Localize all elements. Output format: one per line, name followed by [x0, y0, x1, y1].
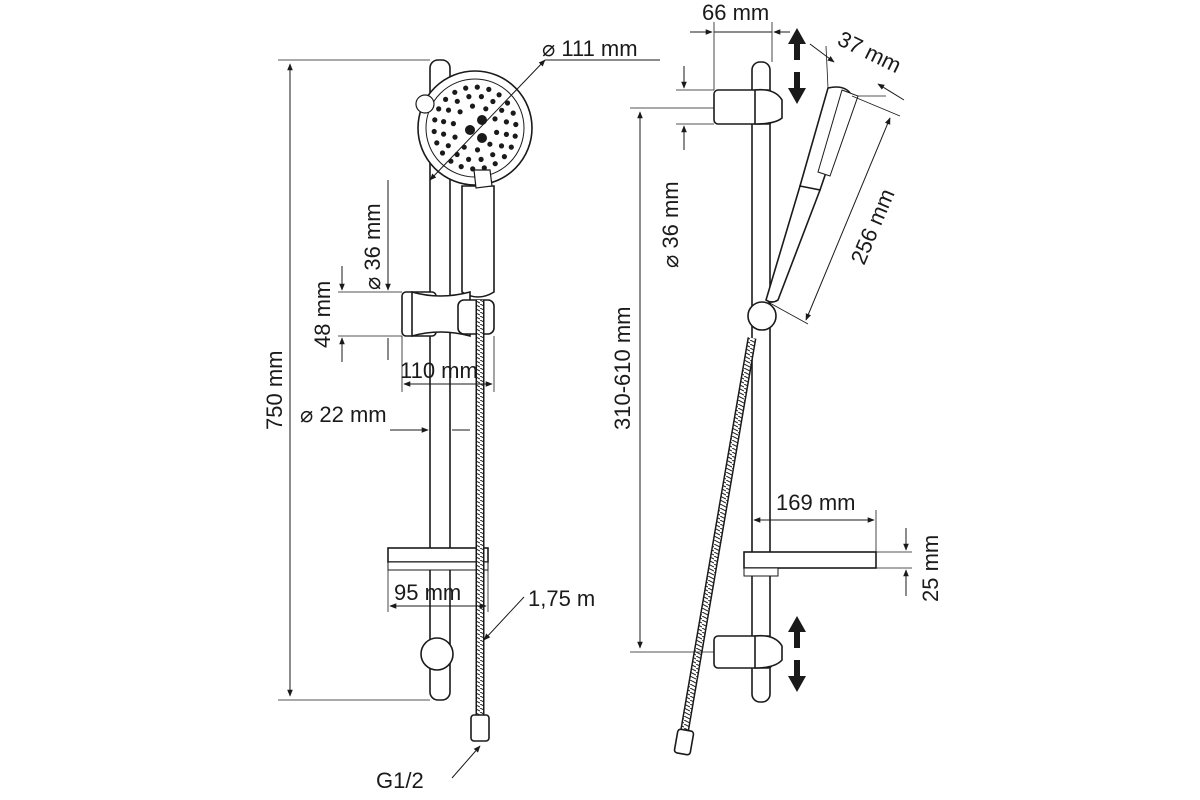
label-spray-diameter: ⌀ 111 mm — [542, 36, 638, 61]
spray-nozzle — [452, 89, 458, 95]
label-head-thickness: 37 mm — [834, 26, 905, 78]
side-rail — [751, 61, 771, 703]
spray-nozzle — [457, 109, 463, 115]
spray-nozzle — [483, 106, 489, 112]
front-shelf — [387, 547, 489, 571]
spray-nozzle — [454, 151, 460, 158]
spray-nozzle — [431, 128, 437, 135]
spray-nozzle — [436, 106, 442, 112]
side-hose-connector — [673, 728, 695, 756]
front-shower-head — [415, 70, 533, 186]
spray-nozzle — [501, 154, 507, 160]
label-holder-diameter-side: ⌀ 36 mm — [658, 181, 683, 268]
spray-nozzle — [492, 116, 498, 122]
front-hose-connector — [470, 714, 490, 742]
label-head-length: 256 mm — [846, 185, 900, 268]
label-total-height: 750 mm — [262, 351, 287, 430]
spray-nozzle — [469, 103, 476, 109]
spray-nozzle — [432, 117, 438, 123]
spray-nozzle — [441, 119, 447, 125]
label-holder-depth: 110 mm — [400, 358, 478, 383]
label-shelf-length: 169 mm — [776, 490, 855, 515]
spray-nozzle — [441, 131, 447, 137]
spray-nozzle — [458, 164, 464, 170]
spray-nozzle — [503, 119, 509, 125]
side-shelf — [743, 551, 877, 577]
spray-nozzle — [450, 121, 456, 127]
side-holder-knob — [747, 301, 777, 331]
spray-nozzle — [445, 143, 451, 149]
dimension-lines — [278, 22, 912, 779]
spray-nozzle — [474, 84, 480, 90]
spray-nozzle — [503, 131, 509, 137]
spray-nozzle — [492, 161, 498, 167]
front-view — [387, 59, 533, 742]
side-bottom-bracket — [713, 634, 783, 669]
side-view — [673, 28, 877, 756]
spray-nozzle — [490, 98, 496, 105]
spray-nozzle — [510, 110, 516, 116]
spray-nozzle — [434, 140, 440, 146]
label-holder-diameter-front: ⌀ 36 mm — [360, 203, 385, 290]
label-rail-diameter: ⌀ 22 mm — [300, 402, 387, 427]
spray-nozzle — [478, 94, 484, 100]
spray-nozzle — [499, 107, 505, 113]
spray-nozzle — [498, 143, 505, 149]
spray-nozzle — [452, 134, 458, 140]
label-adjust-range: 310-610 mm — [610, 306, 635, 430]
front-handle — [461, 185, 495, 298]
spray-nozzle — [513, 121, 519, 128]
spray-nozzle — [443, 96, 449, 102]
spray-nozzle — [463, 85, 469, 91]
spray-nozzle — [508, 144, 514, 150]
label-connection: G1/2 — [376, 768, 424, 793]
spray-nozzle — [496, 92, 502, 98]
side-top-bracket — [713, 88, 783, 125]
front-wall-knob — [420, 637, 454, 671]
spray-nozzle — [461, 144, 467, 150]
spray-nozzle — [486, 86, 492, 92]
spray-nozzle — [490, 152, 496, 158]
label-shelf-depth: 95 mm — [394, 580, 461, 605]
adjust-arrow-bottom — [788, 616, 806, 692]
spray-nozzle — [512, 133, 518, 139]
adjust-arrow-top — [788, 28, 806, 104]
spray-nozzle — [494, 129, 500, 135]
spray-nozzle — [478, 156, 484, 162]
spray-nozzle — [466, 156, 472, 162]
label-holder-height: 48 mm — [310, 281, 335, 348]
label-shelf-height: 25 mm — [918, 535, 943, 602]
label-hose-length: 1,75 m — [528, 586, 595, 611]
spray-nozzle — [445, 107, 452, 113]
label-bracket-depth: 66 mm — [702, 0, 769, 25]
spray-nozzle — [454, 98, 460, 104]
spray-nozzle — [487, 141, 493, 147]
spray-nozzle — [466, 94, 472, 100]
spray-nozzle — [474, 147, 481, 153]
spray-nozzle — [439, 150, 446, 156]
